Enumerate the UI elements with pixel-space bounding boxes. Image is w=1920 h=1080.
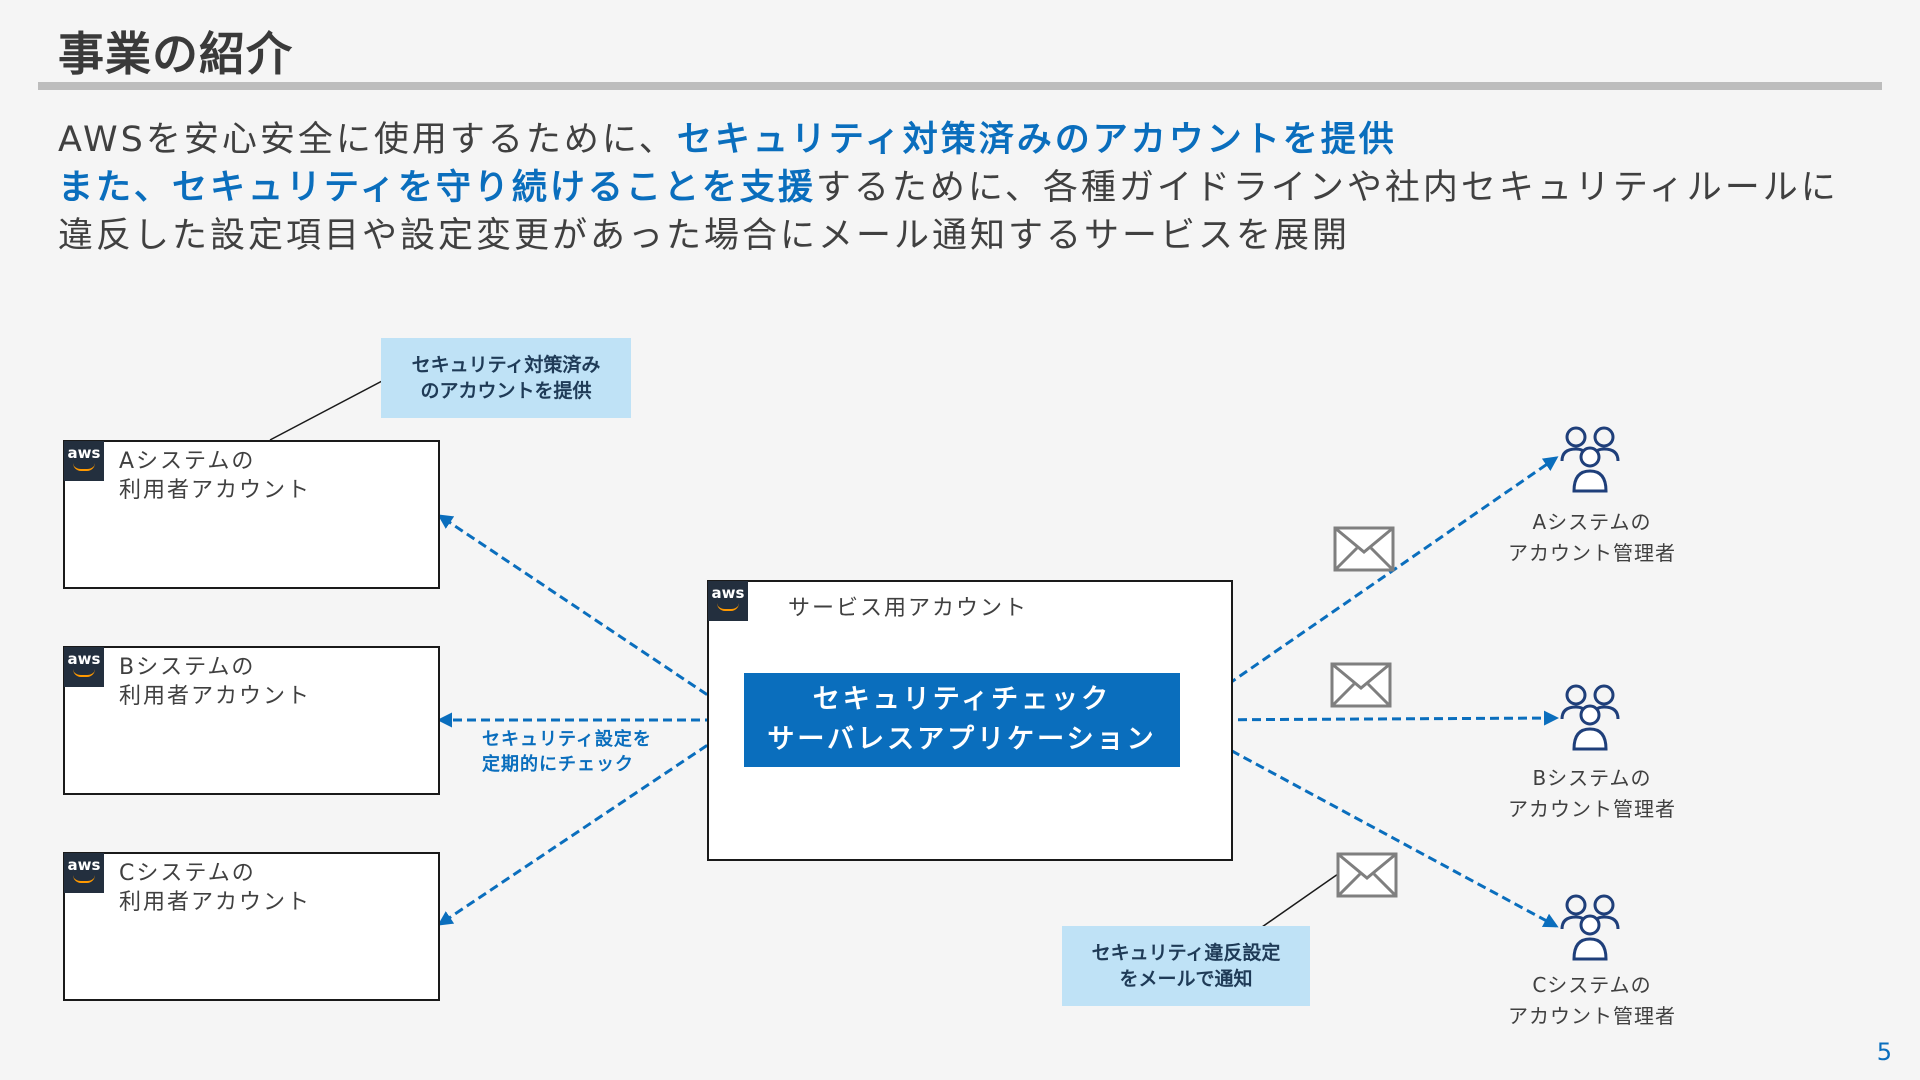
notify-callout-leader — [1261, 873, 1339, 928]
admin-label-c: Cシステムの アカウント管理者 — [1482, 970, 1702, 1032]
intro-line-3: 違反した設定項目や設定変更があった場合にメール通知するサービスを展開 — [58, 212, 1898, 260]
check-arrow-a — [437, 514, 743, 720]
notify-arrow-c — [1181, 722, 1559, 928]
envelope-icon — [1333, 526, 1395, 572]
users-group-icon — [1560, 894, 1620, 961]
title-divider — [38, 82, 1882, 90]
notify-callout-line-2: をメールで通知 — [1119, 968, 1253, 990]
admin-label-a: Aシステムの アカウント管理者 — [1482, 507, 1702, 569]
user-account-label-c: Cシステムの 利用者アカウント — [119, 859, 311, 917]
notify-arrow-a — [1181, 456, 1559, 718]
user-account-a-line-2: 利用者アカウント — [119, 478, 312, 503]
provide-callout-line-2: のアカウントを提供 — [420, 380, 592, 402]
admin-b-line-2: アカウント管理者 — [1508, 797, 1676, 821]
app-line-2: サーバレスアプリケーション — [767, 724, 1157, 755]
aws-logo-text: aws — [711, 584, 745, 602]
user-account-a-line-1: Aシステムの — [119, 449, 256, 474]
aws-logo-text: aws — [67, 650, 101, 668]
aws-logo: aws — [64, 647, 104, 687]
user-account-b-line-2: 利用者アカウント — [119, 684, 312, 709]
check-label-line-1: セキュリティ設定を — [482, 729, 652, 750]
admin-a-line-1: Aシステムの — [1532, 510, 1652, 534]
notify-arrow-b — [1181, 710, 1559, 726]
provide-callout-line-1: セキュリティ対策済み — [411, 354, 601, 376]
user-account-c-line-2: 利用者アカウント — [119, 890, 312, 915]
envelope-icon — [1336, 852, 1398, 898]
admin-label-b: Bシステムの アカウント管理者 — [1482, 763, 1702, 825]
envelope-icon — [1330, 662, 1392, 708]
aws-logo: aws — [708, 581, 748, 621]
periodic-check-label: セキュリティ設定を 定期的にチェック — [482, 727, 652, 777]
provide-callout-leader — [269, 379, 385, 441]
intro-line-2: また、セキュリティを守り続けることを支援するために、各種ガイドラインや社内セキュ… — [58, 164, 1898, 212]
page-number: 5 — [1876, 1038, 1892, 1066]
intro-line-1: AWSを安心安全に使用するために、セキュリティ対策済みのアカウントを提供 — [58, 116, 1898, 164]
provide-callout: セキュリティ対策済み のアカウントを提供 — [381, 338, 631, 418]
intro-line-2-highlight: また、セキュリティを守り続けることを支援 — [58, 168, 816, 208]
intro-line-1-text: AWSを安心安全に使用するために、 — [58, 120, 677, 160]
security-check-app: セキュリティチェック サーバレスアプリケーション — [744, 673, 1180, 767]
user-account-label-b: Bシステムの 利用者アカウント — [119, 653, 311, 711]
aws-logo-text: aws — [67, 856, 101, 874]
user-account-c-line-1: Cシステムの — [119, 861, 256, 886]
page-title: 事業の紹介 — [58, 27, 293, 81]
notify-callout-line-1: セキュリティ違反設定 — [1091, 942, 1281, 964]
admin-c-line-2: アカウント管理者 — [1508, 1004, 1676, 1028]
aws-logo-text: aws — [67, 444, 101, 462]
notify-callout: セキュリティ違反設定 をメールで通知 — [1062, 926, 1310, 1006]
intro-line-1-highlight: セキュリティ対策済みのアカウントを提供 — [676, 120, 1397, 160]
admin-a-line-2: アカウント管理者 — [1508, 541, 1676, 565]
aws-logo: aws — [64, 853, 104, 893]
users-group-icon — [1560, 426, 1620, 493]
admin-c-line-1: Cシステムの — [1532, 973, 1652, 997]
aws-logo: aws — [64, 441, 104, 481]
check-label-line-2: 定期的にチェック — [482, 754, 634, 775]
user-account-box-b — [63, 646, 440, 795]
app-line-1: セキュリティチェック — [812, 684, 1112, 715]
user-account-label-a: Aシステムの 利用者アカウント — [119, 447, 311, 505]
admin-b-line-1: Bシステムの — [1532, 766, 1652, 790]
service-account-label: サービス用アカウント — [788, 596, 1029, 621]
intro-paragraph: AWSを安心安全に使用するために、セキュリティ対策済みのアカウントを提供 また、… — [58, 116, 1898, 260]
user-account-box-a — [63, 440, 440, 589]
user-account-box-c — [63, 852, 440, 1001]
users-group-icon — [1560, 684, 1620, 751]
intro-line-3-text: 違反した設定項目や設定変更があった場合にメール通知するサービスを展開 — [58, 216, 1351, 256]
check-arrow-c — [437, 720, 743, 926]
intro-line-2-text: するために、各種ガイドラインや社内セキュリティルールに — [815, 168, 1839, 208]
user-account-b-line-1: Bシステムの — [119, 655, 256, 680]
